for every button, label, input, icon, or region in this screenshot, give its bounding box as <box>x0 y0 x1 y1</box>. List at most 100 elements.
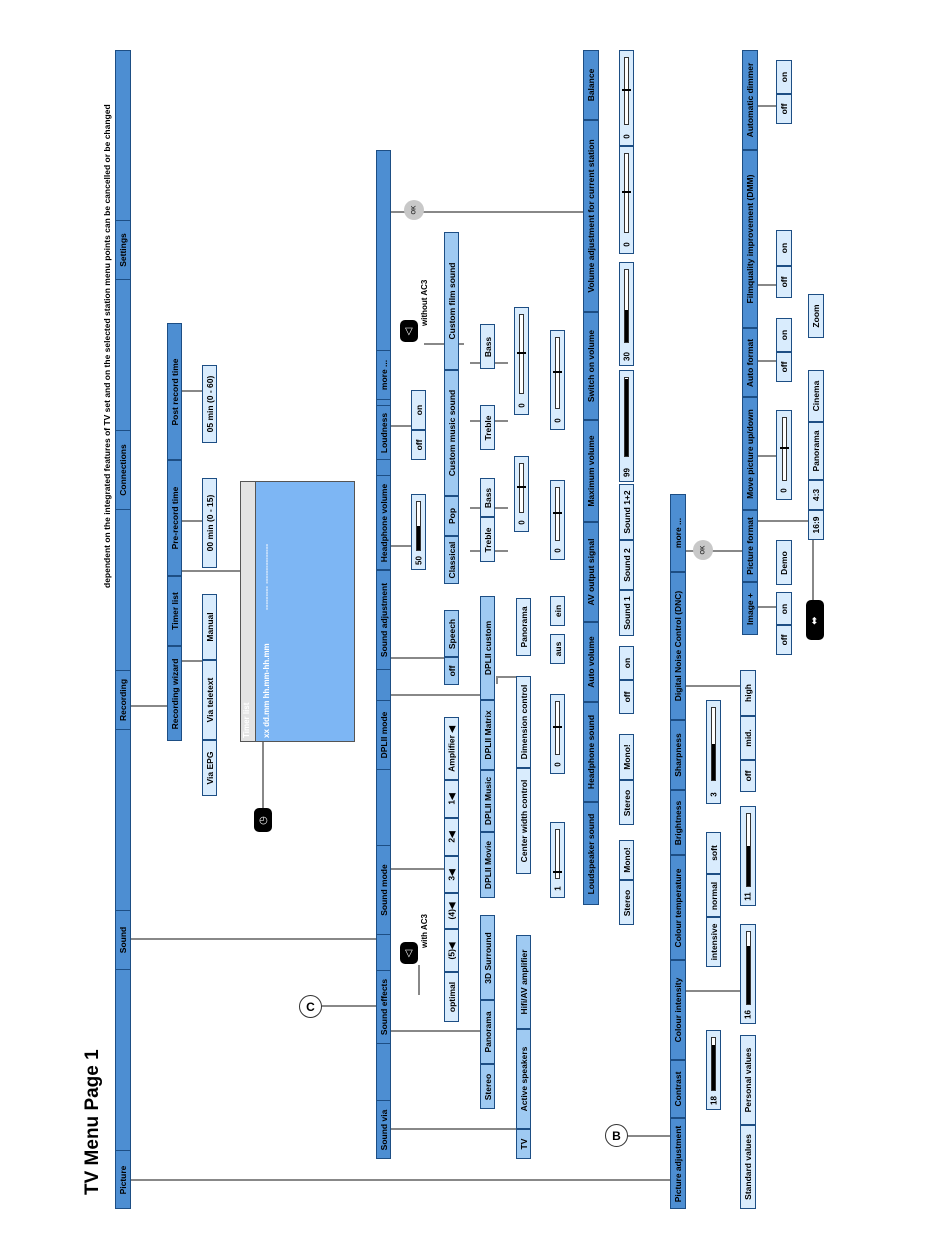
dnc-mid[interactable]: mid. <box>740 716 756 760</box>
tab-av-output-signal[interactable]: AV output signal <box>583 522 599 622</box>
loudness-off[interactable]: off <box>411 430 426 460</box>
option-ac3-4[interactable]: (4)◀ <box>444 893 459 929</box>
panorama-control[interactable]: Panorama <box>516 598 531 656</box>
tab-dplii-mode[interactable]: DPLII mode <box>376 700 391 770</box>
option-aus[interactable]: aus <box>550 634 565 664</box>
colour-temp-soft[interactable]: soft <box>706 832 721 874</box>
option-pop[interactable]: Pop <box>444 496 459 536</box>
dmm-off[interactable]: off <box>776 266 792 298</box>
headphone-volume-slider[interactable]: 50 <box>411 494 426 570</box>
option-active-speakers[interactable]: Active speakers <box>516 1029 531 1129</box>
option-ac3-1[interactable]: 1◀ <box>444 780 459 818</box>
option-custom-film-sound[interactable]: Custom film sound <box>444 232 459 370</box>
tab-dnc[interactable]: Digital Noise Control (DNC) <box>670 572 686 720</box>
colour-temp-normal[interactable]: normal <box>706 874 721 917</box>
dnc-high[interactable]: high <box>740 670 756 716</box>
auto-format-off[interactable]: off <box>776 352 792 382</box>
option-via-epg[interactable]: Via EPG <box>202 740 217 796</box>
option-manual[interactable]: Manual <box>202 594 217 660</box>
film-bass-slider[interactable]: 0 <box>550 330 565 430</box>
music-treble-slider[interactable]: 0 <box>514 456 529 532</box>
headphone-mono[interactable]: Mono! <box>619 734 634 780</box>
dmm-on[interactable]: on <box>776 230 792 266</box>
auto-format-on[interactable]: on <box>776 318 792 352</box>
ok-button-icon[interactable]: OK <box>404 200 424 220</box>
tab-maximum-volume[interactable]: Maximum volume <box>583 420 599 522</box>
colour-intensity-slider[interactable]: 16 <box>740 924 756 1024</box>
menu-recording[interactable]: Recording <box>115 670 131 730</box>
center-width-control[interactable]: Center width control <box>516 768 531 874</box>
tab-brightness[interactable]: Brightness <box>670 790 686 855</box>
format-zoom[interactable]: Zoom <box>808 294 824 338</box>
format-cinema[interactable]: Cinema <box>808 370 824 422</box>
film-treble-slider[interactable]: 0 <box>514 307 529 415</box>
dimmer-on[interactable]: on <box>776 60 792 94</box>
center-width-slider[interactable]: 1 <box>550 822 565 898</box>
music-bass-slider[interactable]: 0 <box>550 480 565 560</box>
menu-picture[interactable]: Picture <box>115 1150 131 1209</box>
tab-move-picture[interactable]: Move picture up/down <box>742 397 758 510</box>
picture-format-button-icon[interactable]: ⬌ <box>806 600 824 640</box>
menu-connections[interactable]: Connections <box>115 430 131 510</box>
option-amplifier[interactable]: Amplifier ◀ <box>444 717 459 780</box>
tab-timer-list[interactable]: Timer list <box>167 576 182 646</box>
tab-picture-adjustment[interactable]: Picture adjustment <box>670 1118 686 1209</box>
tab-sound-via[interactable]: Sound via <box>376 1100 391 1159</box>
option-custom-music-sound[interactable]: Custom music sound <box>444 370 459 496</box>
tab-sound-adjustment[interactable]: Sound adjustment <box>376 570 391 670</box>
option-personal-values[interactable]: Personal values <box>740 1035 756 1125</box>
image-plus-off[interactable]: off <box>776 625 792 655</box>
tab-colour-temperature[interactable]: Colour temperature <box>670 855 686 960</box>
option-speech[interactable]: Speech <box>444 610 459 657</box>
tab-headphone-volume[interactable]: Headphone volume <box>376 475 391 570</box>
option-classical[interactable]: Classical <box>444 536 459 584</box>
option-off[interactable]: off <box>444 657 459 685</box>
tab-auto-format[interactable]: Auto format <box>742 328 758 397</box>
option-dplii-movie[interactable]: DPLII Movie <box>480 832 495 898</box>
option-tv[interactable]: TV <box>516 1129 531 1159</box>
option-hifi-av-amplifier[interactable]: Hifi/AV amplifier <box>516 935 531 1029</box>
format-panorama[interactable]: Panorama <box>808 422 824 480</box>
image-plus-on[interactable]: on <box>776 592 792 625</box>
tab-volume-adjustment-station[interactable]: Volume adjustment for current station <box>583 120 599 312</box>
loudness-on[interactable]: on <box>411 390 426 430</box>
max-volume-slider[interactable]: 99 <box>619 370 634 482</box>
option-optimal[interactable]: optimal <box>444 972 459 1022</box>
move-picture-slider[interactable]: 0 <box>776 410 792 500</box>
auto-volume-on[interactable]: on <box>619 646 634 680</box>
loudspeaker-mono[interactable]: Mono! <box>619 840 634 880</box>
av-sound-2[interactable]: Sound 2 <box>619 540 634 590</box>
av-sound-1-2[interactable]: Sound 1+2 <box>619 484 634 540</box>
loudspeaker-stereo[interactable]: Stereo <box>619 880 634 925</box>
tab-more-sound[interactable]: more ... <box>376 350 391 400</box>
menu-settings[interactable]: Settings <box>115 220 131 280</box>
option-ac3-2[interactable]: 2◀ <box>444 818 459 856</box>
format-16-9[interactable]: 16:9 <box>808 510 824 540</box>
option-via-teletext[interactable]: Via teletext <box>202 660 217 740</box>
option-3d-surround[interactable]: 3D Surround <box>480 915 495 1000</box>
auto-volume-off[interactable]: off <box>619 680 634 714</box>
tab-switch-on-volume[interactable]: Switch on volume <box>583 312 599 420</box>
tab-more-picture[interactable]: more ... <box>670 494 686 572</box>
pre-record-value[interactable]: 00 min (0 - 15) <box>202 478 217 568</box>
tab-recording-wizard[interactable]: Recording wizard <box>167 646 182 741</box>
option-ein[interactable]: ein <box>550 596 565 626</box>
headphone-stereo[interactable]: Stereo <box>619 780 634 825</box>
tab-balance[interactable]: Balance <box>583 50 599 120</box>
tab-automatic-dimmer[interactable]: Automatic dimmer <box>742 50 758 150</box>
dnc-off[interactable]: off <box>740 760 756 792</box>
option-dplii-music[interactable]: DPLII Music <box>480 770 495 832</box>
option-ac3-3[interactable]: 3◀ <box>444 856 459 893</box>
dimension-control[interactable]: Dimension control <box>516 676 531 768</box>
dimension-slider[interactable]: 0 <box>550 694 565 774</box>
brightness-slider[interactable]: 11 <box>740 806 756 906</box>
tab-auto-volume[interactable]: Auto volume <box>583 622 599 702</box>
tab-loudspeaker-sound[interactable]: Loudspeaker sound <box>583 802 599 905</box>
tab-sound-effects[interactable]: Sound effects <box>376 970 391 1044</box>
tab-sharpness[interactable]: Sharpness <box>670 720 686 790</box>
tab-picture-format[interactable]: Picture format <box>742 510 758 582</box>
image-plus-demo[interactable]: Demo <box>776 540 792 585</box>
tab-contrast[interactable]: Contrast <box>670 1060 686 1118</box>
option-standard-values[interactable]: Standard values <box>740 1125 756 1209</box>
post-record-value[interactable]: 05 min (0 - 60) <box>202 365 217 443</box>
